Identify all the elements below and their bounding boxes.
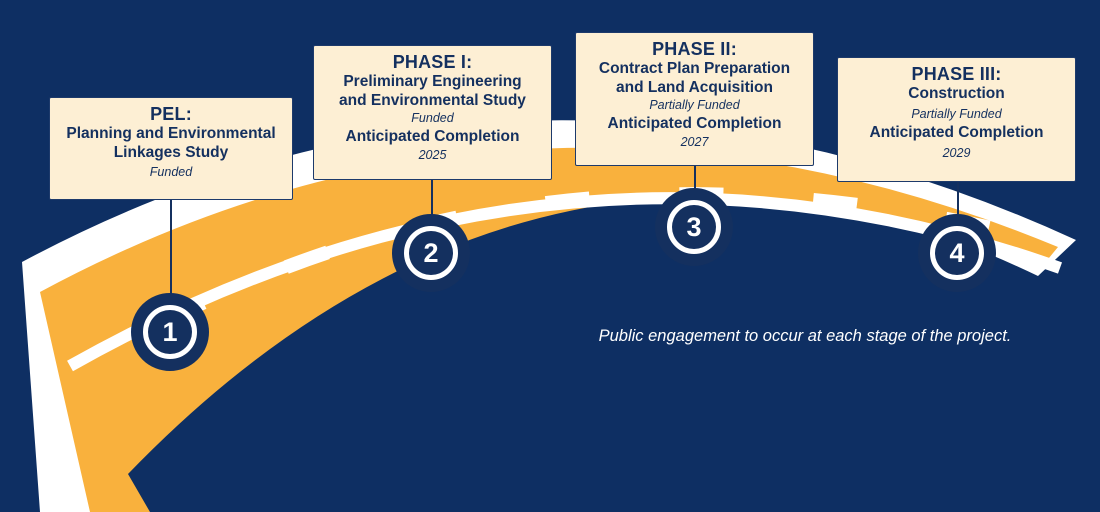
phase-3-title: PHASE II: — [652, 39, 737, 59]
phase-3-completion-year: 2027 — [680, 135, 709, 149]
phase-2-marker: 2 — [392, 214, 470, 292]
phase-3-name-line-1: Contract Plan Preparation — [598, 60, 791, 77]
phase-card-pel: PEL: Planning and Environmental Linkages… — [49, 97, 293, 200]
phase-2-completion-label: Anticipated Completion — [345, 128, 520, 145]
phase-2-number: 2 — [423, 237, 439, 268]
phase-1-marker: 1 — [131, 293, 209, 371]
phase-4-connector — [957, 182, 959, 216]
public-engagement-note: Public engagement to occur at each stage… — [598, 327, 1012, 345]
phase-4-completion-year: 2029 — [942, 146, 971, 160]
phase-1-status: Funded — [149, 165, 193, 179]
phase-3-marker: 3 — [655, 188, 733, 266]
phase-card-phase-2: PHASE II: Contract Plan Preparation and … — [575, 32, 814, 166]
phase-4-title: PHASE III: — [911, 64, 1002, 84]
phase-1-number: 1 — [162, 316, 178, 347]
road-surface — [40, 147, 1058, 512]
phase-2-title: PHASE I: — [392, 52, 473, 72]
phase-1-name-line-2: Linkages Study — [113, 144, 229, 161]
phase-2-connector — [431, 180, 433, 220]
phase-card-phase-3: PHASE III: Construction Partially Funded… — [837, 57, 1076, 182]
phase-3-number: 3 — [686, 211, 702, 242]
phase-4-status: Partially Funded — [911, 107, 1002, 121]
phase-4-completion-label: Anticipated Completion — [869, 124, 1044, 141]
phase-4-marker: 4 — [918, 214, 996, 292]
phase-card-phase-1: PHASE I: Preliminary Engineering and Env… — [313, 45, 552, 180]
phase-1-title: PEL: — [150, 104, 192, 124]
phase-3-status: Partially Funded — [649, 98, 740, 112]
phase-4-name-line-1: Construction — [908, 85, 1005, 102]
phase-1-connector — [170, 200, 172, 300]
road-lane-dashes — [160, 187, 1052, 329]
phase-2-status: Funded — [411, 111, 454, 125]
phase-3-name-line-2: and Land Acquisition — [615, 79, 773, 96]
phase-3-completion-label: Anticipated Completion — [607, 115, 782, 132]
phase-1-name-line-1: Planning and Environmental — [66, 125, 276, 142]
phase-3-connector — [694, 166, 696, 194]
phase-2-completion-year: 2025 — [418, 148, 447, 162]
phase-4-number: 4 — [949, 237, 965, 268]
phase-2-name-line-1: Preliminary Engineering — [343, 73, 522, 90]
phase-2-name-line-2: and Environmental Study — [339, 92, 526, 109]
